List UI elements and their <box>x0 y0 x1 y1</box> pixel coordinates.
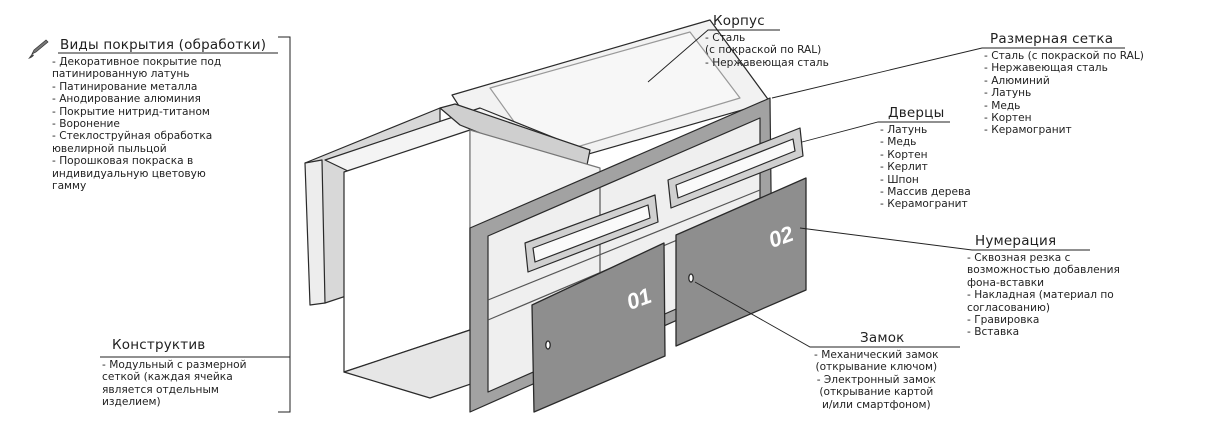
coatings-item: - Патинирование металла <box>52 80 198 93</box>
body-item: - Сталь (с покраской по RAL) <box>705 32 822 57</box>
doors-item: - Латунь <box>880 124 928 136</box>
grid-item: - Алюминий <box>984 74 1050 87</box>
body-leader <box>647 29 780 83</box>
doors-leader <box>801 121 950 143</box>
lock-item: - Механический замок (открывание ключом) <box>814 349 939 374</box>
numbering-title: Нумерация <box>975 233 1057 249</box>
construction-list: - Модульный с размерной сеткой (каждая я… <box>102 359 247 409</box>
doors-title: Дверцы <box>888 105 945 121</box>
body-title: Корпус <box>713 13 765 29</box>
coatings-block: Виды покрытия (обработки) - Декоративное… <box>52 37 267 192</box>
body-block: Корпус - Сталь (с покраской по RAL)- Нер… <box>705 13 829 69</box>
coatings-item: - Стеклоструйная обработка ювелирной пыл… <box>52 130 213 155</box>
coatings-item: - Покрытие нитрид-титаном <box>52 105 210 118</box>
construction-item: - Модульный с размерной сеткой (каждая я… <box>102 359 247 409</box>
doors-item: - Массив дерева <box>880 186 971 199</box>
door-02-lock-icon <box>688 273 694 283</box>
lock-item: - Электронный замок (открывание картой и… <box>816 373 936 411</box>
grid-item: - Кортен <box>984 112 1032 125</box>
lock-list: - Механический замок (открывание ключом)… <box>814 349 939 411</box>
lock-leader <box>694 281 960 348</box>
grid-item: - Медь <box>984 99 1021 112</box>
grid-list: - Сталь (с покраской по RAL)- Нержавеюща… <box>984 50 1144 137</box>
construction-title: Конструктив <box>112 337 206 353</box>
housing-side-left-edge <box>304 159 326 306</box>
numbering-item: - Гравировка <box>967 314 1040 327</box>
coatings-item: - Порошковая покраска в индивидуальную ц… <box>52 155 206 193</box>
doors-item: - Керамогранит <box>880 198 968 211</box>
coatings-item: - Декоративное покрытие под патинированн… <box>52 56 222 81</box>
door-01 <box>531 242 666 413</box>
coatings-bracket <box>278 36 291 413</box>
construction-block: Конструктив - Модульный с размерной сетк… <box>102 337 247 409</box>
coatings-item: - Воронение <box>52 118 120 131</box>
door-02 <box>675 177 807 347</box>
grid-leader <box>771 47 1125 99</box>
numbering-list: - Сквозная резка с возможностью добавлен… <box>967 252 1120 339</box>
doors-block: Дверцы - Латунь- Медь- Кортен- Керлит- Ш… <box>880 105 971 211</box>
paint-brush-icon <box>28 39 49 59</box>
grid-item: - Латунь <box>984 87 1032 100</box>
coatings-list: - Декоративное покрытие под патинированн… <box>52 56 266 192</box>
numbering-block: Нумерация - Сквозная резка с возможность… <box>967 233 1120 339</box>
grid-item: - Сталь (с покраской по RAL) <box>984 50 1144 62</box>
doors-item: - Кортен <box>880 148 928 161</box>
doors-item: - Шпон <box>880 173 919 186</box>
grid-item: - Керамогранит <box>984 124 1072 137</box>
doors-list: - Латунь- Медь- Кортен- Керлит- Шпон- Ма… <box>880 124 971 211</box>
doors-item: - Керлит <box>880 161 928 174</box>
numbering-item: - Сквозная резка с возможностью добавлен… <box>967 252 1120 289</box>
body-item: - Нержавеющая сталь <box>705 56 829 69</box>
lock-title: Замок <box>860 330 905 346</box>
coatings-title: Виды покрытия (обработки) <box>60 37 267 53</box>
body-list: - Сталь (с покраской по RAL)- Нержавеюща… <box>705 32 829 69</box>
numbering-item: - Вставка <box>967 326 1020 339</box>
door-01-lock-icon <box>545 340 551 350</box>
lock-block: Замок - Механический замок (открывание к… <box>814 330 939 411</box>
grid-block: Размерная сетка - Сталь (с покраской по … <box>984 31 1144 137</box>
grid-item: - Нержавеющая сталь <box>984 62 1108 75</box>
numbering-item: - Накладная (материал по согласованию) <box>967 289 1114 314</box>
coatings-item: - Анодирование алюминия <box>52 93 201 106</box>
grid-title: Размерная сетка <box>990 31 1114 47</box>
doors-item: - Медь <box>880 136 917 149</box>
numbering-leader <box>799 227 1090 251</box>
